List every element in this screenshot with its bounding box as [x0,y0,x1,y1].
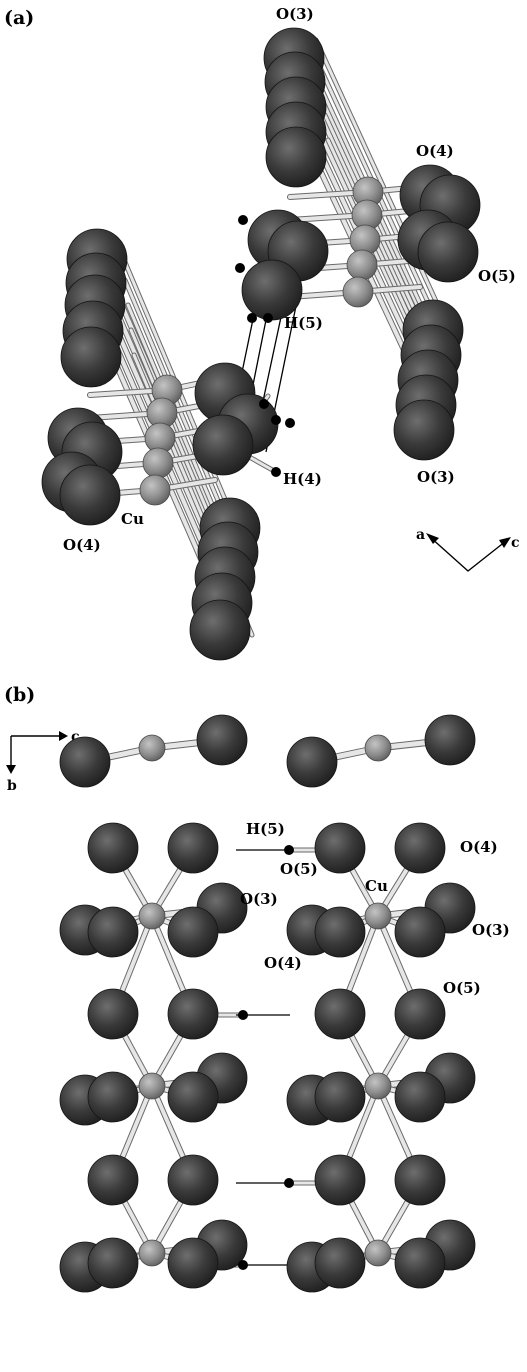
oxygen-atom [60,326,122,388]
copper-atom [138,734,166,762]
oxygen-atom [314,906,366,958]
oxygen-atom [87,906,139,958]
panel-a-label: (a) [4,7,34,29]
hydrogen-atom [285,418,295,428]
hydrogen-atom [271,467,281,477]
hydrogen-atom [271,415,281,425]
label-o4-left: O(4) [63,536,101,554]
copper-atom [138,1072,166,1100]
axis-label-b: b [7,778,17,794]
panel-a-atoms [41,27,481,661]
label-b-o5: O(5) [280,860,318,878]
axis-label-c: c [511,535,520,551]
oxygen-atom [265,126,327,188]
copper-atom [364,734,392,762]
hydrogen-atom [238,1010,248,1020]
oxygen-atom [167,1237,219,1289]
oxygen-atom [87,1071,139,1123]
label-b-o4-right: O(4) [460,838,498,856]
copper-atom [342,276,374,308]
oxygen-atom [314,1237,366,1289]
oxygen-atom [167,988,219,1040]
copper-atom [139,474,171,506]
oxygen-atom [424,714,476,766]
oxygen-atom [167,1071,219,1123]
copper-atom [138,1239,166,1267]
hydrogen-atom [238,215,248,225]
oxygen-atom [394,1154,446,1206]
oxygen-atom [87,822,139,874]
oxygen-atom [241,259,303,321]
panel-b-label: (b) [4,684,35,706]
oxygen-atom [393,399,455,461]
oxygen-atom [189,599,251,661]
oxygen-atom [314,822,366,874]
label-b-cu: Cu [365,877,388,895]
oxygen-atom [394,906,446,958]
label-o3-bottom: O(3) [417,468,455,486]
label-b-h5: H(5) [246,820,285,838]
axis-indicator-c-b: c b [6,729,80,794]
copper-atom [364,1072,392,1100]
panel-a-perspective-view: (a) O(3) O(4) O(5) H(5) H(4) O(3) Cu O(4… [4,5,520,661]
oxygen-atom [167,822,219,874]
label-h5: H(5) [284,314,323,332]
oxygen-atom [314,988,366,1040]
oxygen-atom [394,822,446,874]
copper-atom [142,447,174,479]
label-o4-right: O(4) [416,142,454,160]
label-b-o3-right: O(3) [472,921,510,939]
hydrogen-atom [259,399,269,409]
copper-atom [138,902,166,930]
oxygen-atom [417,221,479,283]
oxygen-atom [87,1154,139,1206]
label-o5-right: O(5) [478,267,516,285]
hydrogen-atom [284,1178,294,1188]
label-b-o3-left: O(3) [240,890,278,908]
hydrogen-atom [247,313,257,323]
axis-label-a: a [416,527,425,543]
panel-b-projection-view: (b) c b H(5) O(5) O(4) Cu O(3) O(3) O(4)… [4,684,510,1293]
hydrogen-atom [263,313,273,323]
copper-atom [346,249,378,281]
oxygen-atom [59,736,111,788]
copper-atom [364,1239,392,1267]
hydrogen-atom [284,845,294,855]
axis-label-c-b: c [71,729,80,745]
oxygen-atom [394,1237,446,1289]
oxygen-atom [59,464,121,526]
copper-atom [364,902,392,930]
label-h4: H(4) [283,470,322,488]
axis-indicator-a-c: a c [416,527,520,572]
panel-b-atoms [59,714,476,1293]
oxygen-atom [196,714,248,766]
oxygen-atom [314,1154,366,1206]
label-cu: Cu [121,510,144,528]
oxygen-atom [286,736,338,788]
oxygen-atom [87,1237,139,1289]
hydrogen-atom [235,263,245,273]
oxygen-atom [192,414,254,476]
oxygen-atom [87,988,139,1040]
label-b-o5-right: O(5) [443,979,481,997]
label-b-o4-mid: O(4) [264,954,302,972]
oxygen-atom [314,1071,366,1123]
oxygen-atom [394,1071,446,1123]
oxygen-atom [167,1154,219,1206]
label-o3-top: O(3) [276,5,314,23]
hydrogen-atom [238,1260,248,1270]
oxygen-atom [167,906,219,958]
oxygen-atom [394,988,446,1040]
